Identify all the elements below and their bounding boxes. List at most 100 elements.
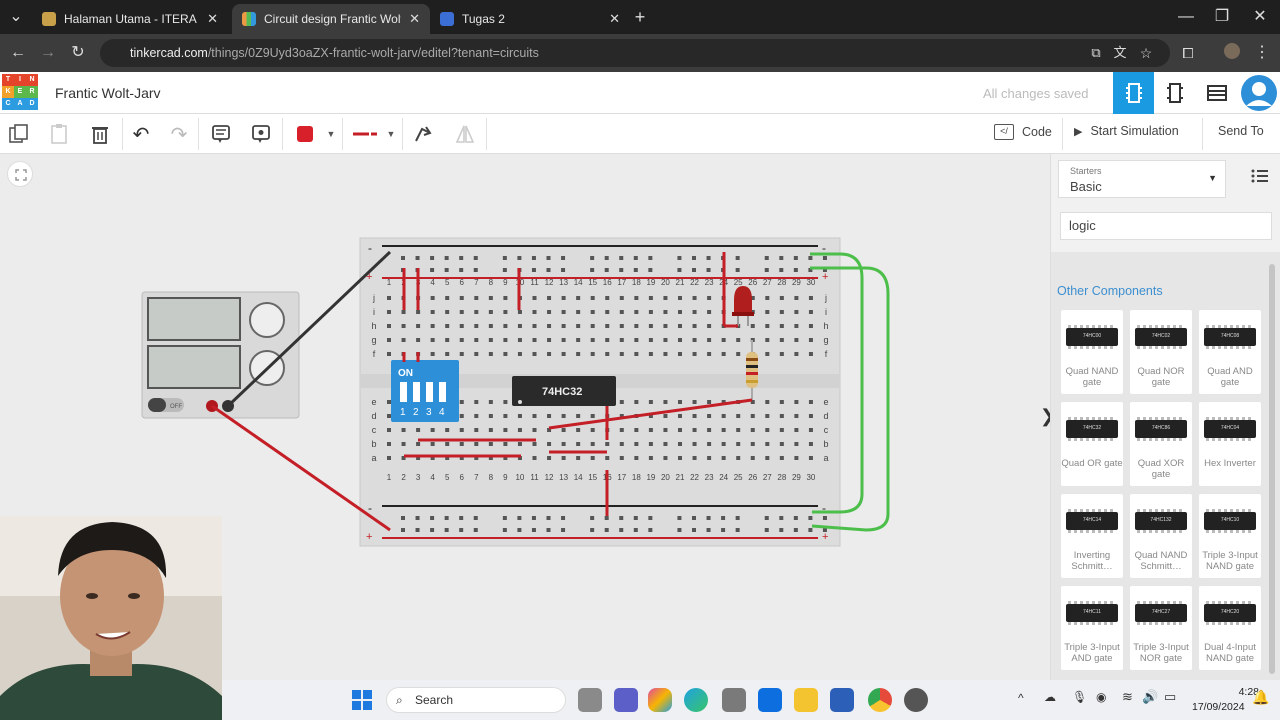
red-led[interactable] <box>732 286 754 326</box>
extensions-icon[interactable]: ⧠ <box>1182 45 1194 61</box>
word-icon[interactable] <box>830 688 854 712</box>
paste-button[interactable] <box>46 122 72 146</box>
breadboard-hole <box>517 428 522 432</box>
copilot-icon[interactable] <box>648 688 672 712</box>
start-button[interactable] <box>350 688 374 712</box>
url-input[interactable]: tinkercad.com/things/0Z9Uyd3oaZX-frantic… <box>100 39 1170 67</box>
teams-icon[interactable] <box>614 688 638 712</box>
task-view-icon[interactable] <box>578 688 602 712</box>
menu-icon[interactable]: ⋮ <box>1254 44 1270 61</box>
location-icon[interactable]: ◉ <box>1096 690 1107 704</box>
fit-view-button[interactable] <box>7 161 33 187</box>
wifi-icon[interactable]: ≋ <box>1122 689 1133 704</box>
breadboard-hole <box>648 338 653 342</box>
forward-icon[interactable]: → <box>40 44 56 61</box>
profile-icon[interactable] <box>1222 43 1242 63</box>
tab-circuit-design[interactable]: Circuit design Frantic Wolt-Jarv ✕ <box>232 4 430 34</box>
close-tab-icon[interactable]: ✕ <box>609 11 620 26</box>
breadboard-hole <box>808 352 813 356</box>
breadboard-hole <box>517 352 522 356</box>
maximize-icon[interactable]: ❐ <box>1214 8 1230 25</box>
column-number: 20 <box>661 278 670 287</box>
cloud-icon[interactable]: ☁ <box>1044 690 1056 704</box>
color-dropdown-icon[interactable]: ▼ <box>326 129 336 139</box>
store-icon[interactable] <box>722 688 746 712</box>
delete-button[interactable] <box>87 122 113 146</box>
notes-button[interactable] <box>208 122 234 146</box>
close-tab-icon[interactable]: ✕ <box>409 11 420 26</box>
column-number: 16 <box>603 278 612 287</box>
schematic-view-button[interactable] <box>1154 72 1195 114</box>
code-button[interactable]: </ Code <box>994 124 1052 140</box>
close-window-icon[interactable]: ✕ <box>1253 8 1267 25</box>
notification-icon[interactable]: 🔔 <box>1252 689 1270 705</box>
redo-button[interactable]: ↷ <box>166 122 192 146</box>
taskbar-search[interactable]: ⌕ Search <box>386 687 566 713</box>
breadboard-hole <box>503 414 508 418</box>
power-supply[interactable]: OFF <box>141 291 300 419</box>
wires[interactable] <box>211 250 890 532</box>
clock-date[interactable]: 17/09/2024 <box>1192 701 1245 713</box>
bookmark-star-icon[interactable]: ☆ <box>1139 45 1153 61</box>
panel-scrollbar[interactable] <box>1269 264 1275 674</box>
edge-icon[interactable] <box>684 688 708 712</box>
circuit-view-button[interactable] <box>1113 72 1154 114</box>
wire-dropdown-icon[interactable]: ▼ <box>386 129 396 139</box>
translate-icon[interactable]: 文 <box>1113 45 1127 60</box>
column-number: 9 <box>503 473 508 482</box>
clock-time[interactable]: 4:28 <box>1238 686 1259 698</box>
list-view-button[interactable] <box>1251 168 1269 189</box>
ic-74hc32[interactable]: 74HC32 <box>512 376 616 406</box>
wire-type-button[interactable] <box>352 122 378 146</box>
flip-button[interactable] <box>452 122 478 146</box>
breadboard-hole <box>619 428 624 432</box>
dip-switch[interactable]: ON 1 2 3 4 <box>391 360 459 422</box>
rotate-button[interactable] <box>410 122 436 146</box>
chevron-up-icon[interactable]: ^ <box>1018 691 1024 705</box>
user-avatar[interactable] <box>1238 72 1279 114</box>
battery-icon[interactable]: ▭ <box>1164 689 1177 704</box>
file-explorer-icon[interactable] <box>794 688 818 712</box>
design-title[interactable]: Frantic Wolt-Jarv <box>55 85 161 101</box>
starters-dropdown[interactable]: Starters Basic ▼ <box>1058 160 1226 198</box>
color-picker-button[interactable] <box>292 122 318 146</box>
close-tab-icon[interactable]: ✕ <box>207 11 218 26</box>
mic-icon[interactable]: 🎙 <box>1072 690 1088 704</box>
notes-visibility-button[interactable] <box>248 122 274 146</box>
tab-tugas-2[interactable]: Tugas 2 ✕ <box>430 4 630 34</box>
new-tab-icon[interactable]: + <box>634 7 646 27</box>
undo-button[interactable]: ↶ <box>128 122 154 146</box>
copy-button[interactable] <box>6 122 32 146</box>
tab-list-icon[interactable]: ⌄ <box>9 8 23 25</box>
tab-halaman-utama[interactable]: Halaman Utama - ITERA ✕ <box>32 4 228 34</box>
resistor[interactable] <box>746 340 758 400</box>
volume-icon[interactable]: 🔊 <box>1142 689 1159 704</box>
component-list-button[interactable] <box>1196 72 1237 114</box>
dropbox-icon[interactable] <box>758 688 782 712</box>
back-icon[interactable]: ← <box>10 44 26 61</box>
install-icon[interactable]: ⧉ <box>1091 45 1101 60</box>
minimize-icon[interactable]: — <box>1178 8 1194 25</box>
start-simulation-button[interactable]: ▶ Start Simulation <box>1074 124 1179 138</box>
breadboard-hole <box>764 268 769 272</box>
chip-label: 74HC08 <box>1220 333 1240 339</box>
obs-icon[interactable] <box>904 688 928 712</box>
send-to-button[interactable]: Send To <box>1218 124 1264 138</box>
column-number: 26 <box>748 278 757 287</box>
chrome-icon[interactable] <box>868 688 892 712</box>
component-search-input[interactable]: logic <box>1060 212 1272 240</box>
tinkercad-logo[interactable]: T I N K E R C A D <box>2 74 38 110</box>
reload-icon[interactable]: ↻ <box>71 44 85 61</box>
